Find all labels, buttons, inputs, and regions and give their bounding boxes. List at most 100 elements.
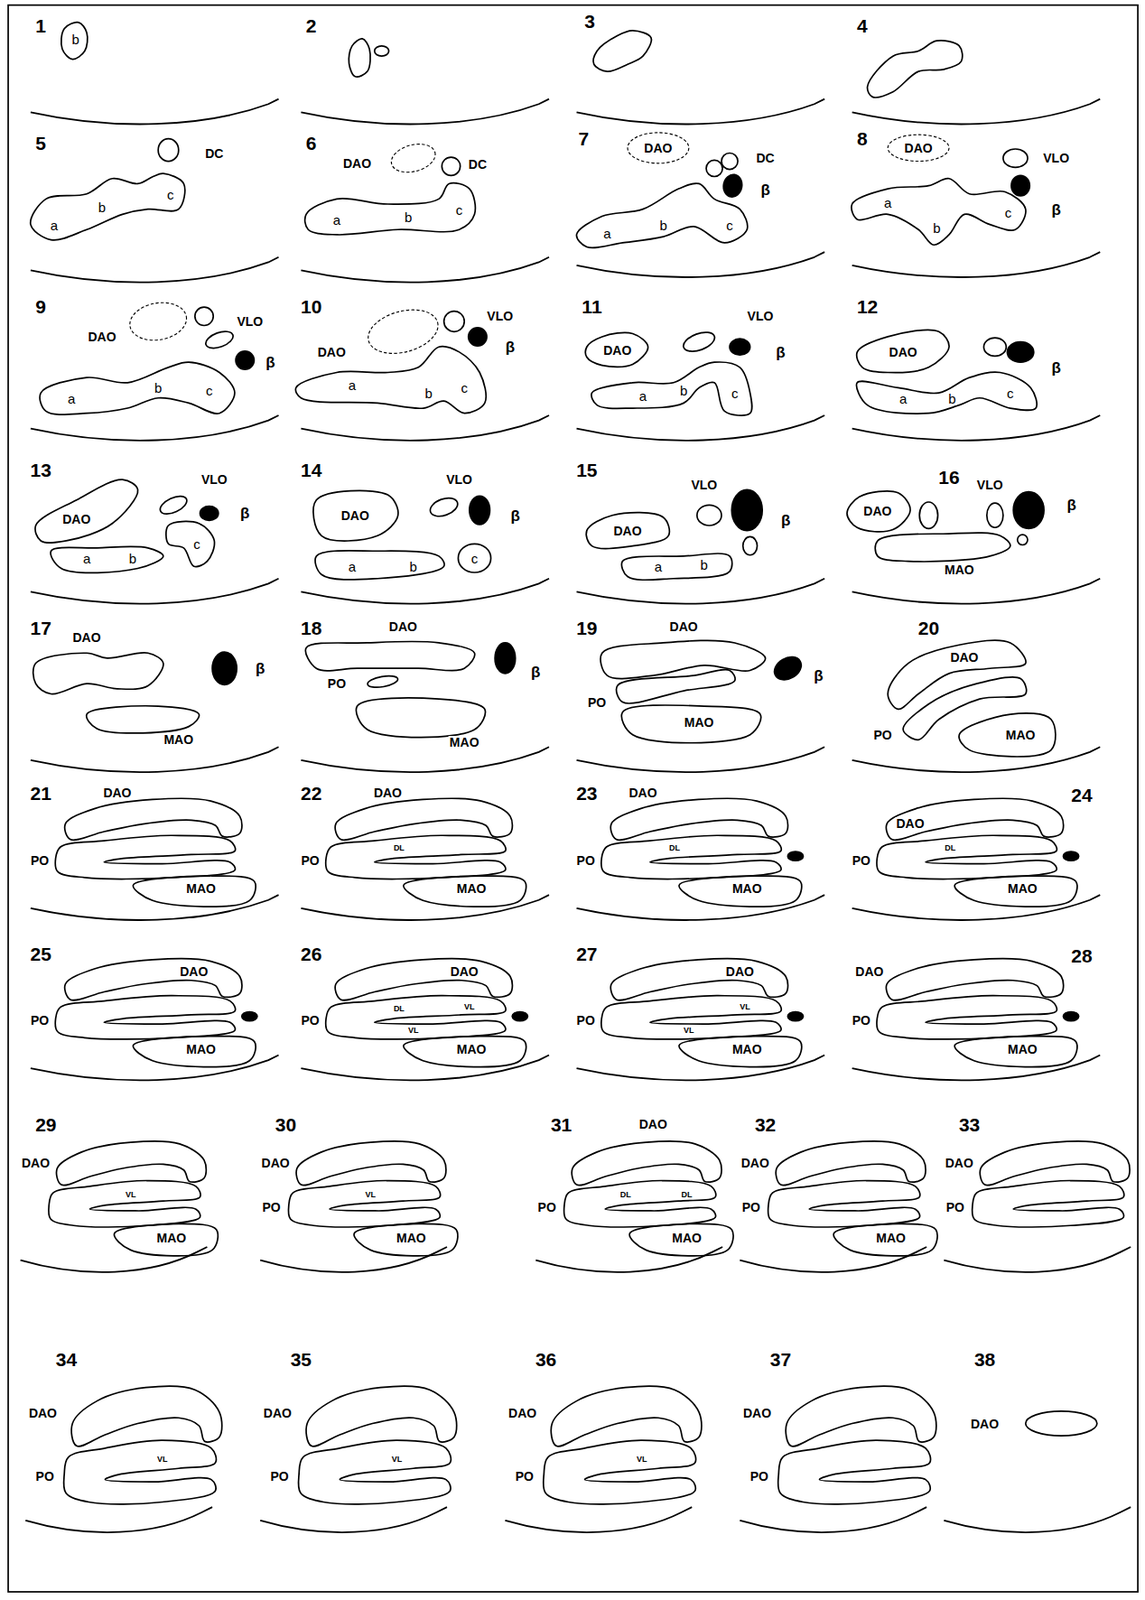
nucleus-outline <box>335 798 512 840</box>
nucleus-outline <box>543 1440 697 1505</box>
brainstem-surface <box>30 578 280 605</box>
part-label: a <box>82 551 92 566</box>
part-label: PO <box>749 1470 770 1483</box>
part-label: VL <box>635 1455 649 1464</box>
brainstem-surface <box>30 415 280 441</box>
part-label: b <box>403 209 413 224</box>
filled-region <box>1062 851 1079 861</box>
filled-region <box>511 1011 528 1021</box>
nucleus-outline <box>986 502 1004 528</box>
part-label: VL <box>156 1455 169 1464</box>
part-label: DAO <box>949 651 979 664</box>
nucleus-outline <box>785 1386 937 1447</box>
section-drawing <box>943 1411 1131 1533</box>
part-label: DAO <box>627 786 658 800</box>
section-drawing <box>300 958 550 1080</box>
nucleus-outline <box>348 38 371 77</box>
brainstem-surface <box>300 894 550 921</box>
callout-number: 26 <box>299 943 323 963</box>
filled-region <box>787 851 803 861</box>
section-drawing <box>30 139 280 283</box>
nucleus-outline <box>954 1036 1078 1068</box>
part-label: DAO <box>507 1406 538 1420</box>
nucleus-outline <box>621 705 761 744</box>
brainstem-surface <box>300 1055 550 1081</box>
filled-region <box>770 652 806 685</box>
nucleus-outline <box>885 958 1063 1000</box>
callout-number: 2 <box>305 16 318 36</box>
part-label: VL <box>363 1191 377 1200</box>
callout-number: 7 <box>577 128 591 148</box>
section-drawing <box>300 798 550 921</box>
brainstem-surface <box>577 415 826 441</box>
part-label: VL <box>390 1455 404 1464</box>
part-label: DAO <box>61 512 92 526</box>
part-label: MAO <box>456 1042 488 1056</box>
brainstem-surface <box>30 894 280 921</box>
filled-region <box>731 489 763 531</box>
brainstem-surface <box>739 1507 927 1533</box>
brainstem-surface <box>25 1507 213 1533</box>
part-label: c <box>459 381 469 395</box>
nucleus-outline <box>847 491 911 532</box>
callout-number: 11 <box>580 297 603 317</box>
brainstem-surface <box>577 1055 826 1081</box>
part-label: a <box>638 389 648 403</box>
callout-number: 31 <box>549 1115 573 1135</box>
brainstem-surface <box>20 1247 208 1273</box>
part-label: c <box>1004 205 1014 220</box>
nucleus-outline <box>979 1141 1130 1186</box>
part-label: β <box>774 344 786 360</box>
filled-region <box>469 495 491 525</box>
callout-number: 34 <box>55 1349 78 1369</box>
part-label: DC <box>754 151 775 165</box>
part-label: DAO <box>86 330 117 344</box>
part-label: DAO <box>854 965 885 978</box>
section-drawing <box>852 329 1101 440</box>
nucleus-outline <box>679 875 802 907</box>
filled-region <box>212 651 237 685</box>
part-label: DAO <box>102 786 132 800</box>
section-drawing <box>577 958 826 1080</box>
callout-number: 24 <box>1070 785 1093 805</box>
part-label: DAO <box>449 965 480 978</box>
part-label: a <box>883 195 893 209</box>
brainstem-surface <box>577 251 826 278</box>
nucleus-outline <box>444 311 466 333</box>
brainstem-surface <box>30 746 280 773</box>
callout-number: 28 <box>1070 945 1093 965</box>
part-label: a <box>49 217 59 232</box>
section-drawing <box>20 1141 219 1273</box>
nucleus-outline <box>563 1181 716 1228</box>
part-label: MAO <box>875 1231 907 1245</box>
part-label: DAO <box>602 344 633 357</box>
part-label: MAO <box>1006 1042 1039 1056</box>
callout-number: 17 <box>29 618 53 638</box>
section-drawing <box>30 22 280 125</box>
brainstem-surface <box>852 578 1101 605</box>
part-label: VLO <box>200 473 229 486</box>
part-label: PO <box>29 1014 50 1027</box>
callout-number: 13 <box>29 459 53 479</box>
filled-region <box>200 506 219 522</box>
callout-number: 36 <box>534 1349 558 1369</box>
section-drawing <box>504 1386 702 1533</box>
part-label: DAO <box>944 1156 975 1170</box>
brainstem-surface <box>300 415 550 441</box>
dashed-outline <box>887 134 950 161</box>
callout-number: 22 <box>299 783 323 803</box>
part-label: DAO <box>20 1156 51 1170</box>
nucleus-outline <box>972 1181 1125 1228</box>
nucleus-outline <box>767 1181 920 1228</box>
callout-number: 1 <box>34 16 47 36</box>
brainstem-surface <box>739 1247 927 1273</box>
part-label: c <box>725 217 735 232</box>
part-label: PO <box>576 1014 596 1027</box>
part-label: PO <box>586 696 607 709</box>
part-label: c <box>730 386 740 401</box>
callout-number: 20 <box>917 618 941 638</box>
brainstem-surface <box>300 99 550 125</box>
nucleus-outline <box>441 157 460 176</box>
callout-number: 27 <box>575 943 598 963</box>
section-drawing <box>300 38 550 125</box>
